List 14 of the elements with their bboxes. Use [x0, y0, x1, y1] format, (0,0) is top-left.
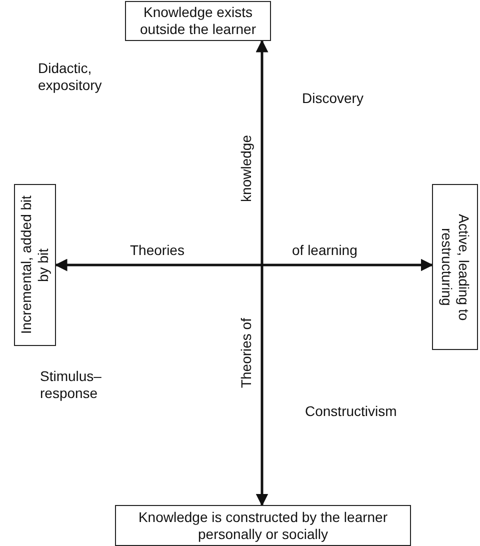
quadrant-label: Constructivism: [305, 403, 398, 420]
text-box: Incremental, added bit by bit: [14, 184, 56, 346]
quadrant-label: Didactic, expository: [38, 60, 103, 94]
text-box: Active, leading to restructuring: [432, 184, 478, 350]
axis-label: knowledge: [238, 135, 255, 202]
double-arrow: [54, 258, 434, 272]
quadrant-label: Discovery: [302, 90, 364, 107]
text-box: Knowledge exists outside the learner: [125, 1, 271, 41]
quadrant-label: Stimulus–response: [40, 368, 102, 402]
quadrant-label: of learning: [292, 242, 358, 259]
text-box: Knowledge is constructed by the learner personally or socially: [115, 505, 411, 546]
quadrant-label: Theories: [130, 242, 186, 259]
axis-label: Theories of: [238, 318, 255, 388]
double-arrow: [256, 40, 268, 506]
